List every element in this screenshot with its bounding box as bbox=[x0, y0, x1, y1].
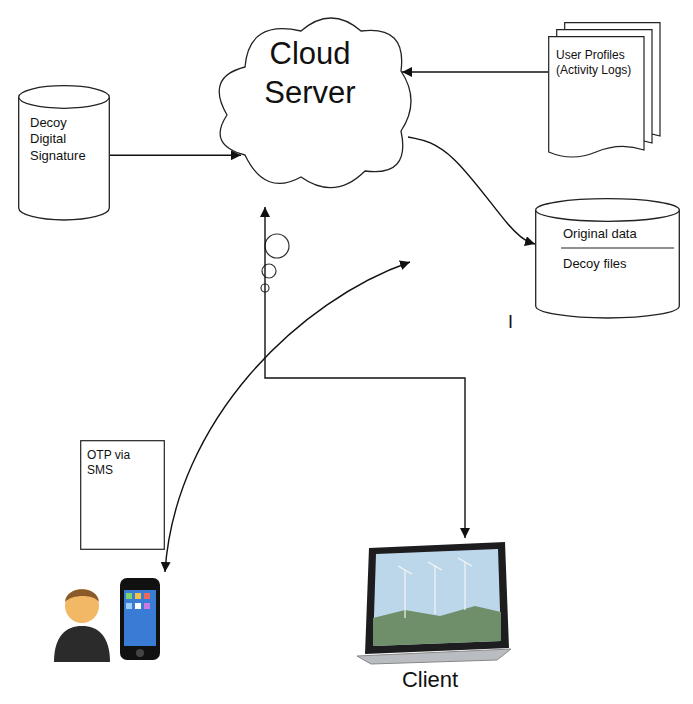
node-text: Original data bbox=[563, 226, 675, 242]
connector-arrow bbox=[110, 154, 241, 155]
database-cylinder: Decoy Digital Signature bbox=[18, 85, 110, 220]
document-stack-outline bbox=[548, 22, 660, 162]
connector-arrow bbox=[265, 207, 465, 538]
user-icon bbox=[54, 589, 110, 662]
document-stack: User Profiles (Activity Logs) bbox=[548, 22, 660, 162]
phone-icon bbox=[120, 578, 160, 660]
node-text: OTP via SMS bbox=[87, 448, 157, 478]
thought-bubble bbox=[265, 234, 289, 258]
connector-arrow bbox=[402, 71, 548, 72]
connector-arrow bbox=[408, 137, 535, 244]
storage-cylinder: Original dataDecoy files bbox=[535, 198, 680, 318]
node-text: Cloud Server bbox=[235, 35, 385, 113]
thought-bubble bbox=[262, 264, 276, 278]
note-box: OTP via SMS bbox=[80, 440, 165, 550]
node-text: Decoy files bbox=[563, 256, 675, 272]
stray-label: I bbox=[508, 312, 513, 333]
node-text: Client bbox=[345, 666, 515, 694]
cloud-server: Cloud Server bbox=[205, 5, 420, 200]
node-text: Decoy Digital Signature bbox=[30, 115, 100, 164]
client-laptop: Client bbox=[345, 540, 515, 704]
phone-link bbox=[165, 262, 410, 572]
node-text: User Profiles (Activity Logs) bbox=[556, 48, 642, 78]
